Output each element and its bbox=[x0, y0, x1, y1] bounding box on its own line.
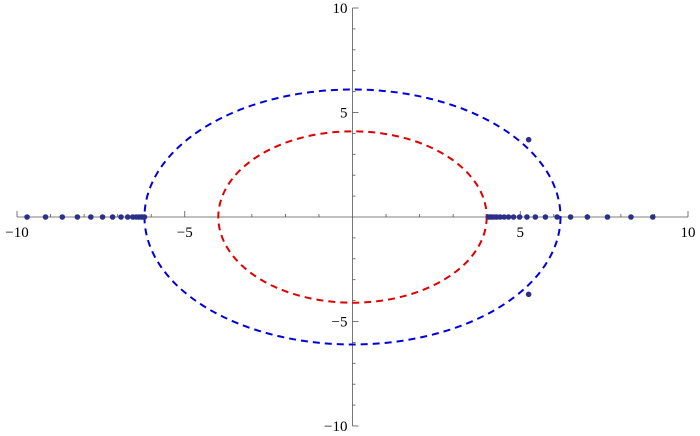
data-point bbox=[554, 214, 560, 220]
data-point bbox=[525, 291, 532, 298]
y-tick-label: 10 bbox=[333, 1, 348, 17]
data-point bbox=[109, 214, 116, 220]
tick-labels: −10 −5 5 10 −10 −5 5 10 bbox=[5, 1, 695, 435]
data-point bbox=[141, 214, 148, 220]
data-point bbox=[524, 214, 530, 220]
data-point bbox=[42, 214, 49, 220]
data-point bbox=[118, 214, 124, 220]
data-point bbox=[525, 136, 532, 143]
data-point bbox=[567, 214, 574, 220]
data-point bbox=[510, 214, 517, 220]
data-point bbox=[59, 214, 66, 220]
y-tick-label: 5 bbox=[340, 106, 348, 122]
x-tick-label: −10 bbox=[5, 225, 28, 241]
data-point bbox=[628, 214, 634, 220]
data-point bbox=[99, 214, 106, 220]
y-tick-label: −5 bbox=[332, 315, 348, 331]
x-tick-label: 5 bbox=[517, 225, 525, 241]
data-point bbox=[74, 214, 81, 220]
data-point bbox=[501, 214, 507, 220]
data-point bbox=[88, 214, 94, 220]
data-point bbox=[542, 214, 549, 220]
data-point bbox=[124, 214, 131, 220]
data-point bbox=[649, 214, 656, 220]
data-point bbox=[604, 214, 611, 220]
data-point bbox=[516, 214, 523, 220]
data-point bbox=[24, 214, 30, 220]
y-tick-label: −10 bbox=[324, 419, 347, 435]
data-points bbox=[24, 136, 656, 298]
data-point bbox=[497, 214, 503, 220]
x-tick-label: 10 bbox=[681, 225, 696, 241]
data-point bbox=[532, 214, 539, 220]
data-point bbox=[584, 214, 591, 220]
data-point bbox=[505, 214, 512, 220]
x-tick-label: −5 bbox=[177, 225, 193, 241]
